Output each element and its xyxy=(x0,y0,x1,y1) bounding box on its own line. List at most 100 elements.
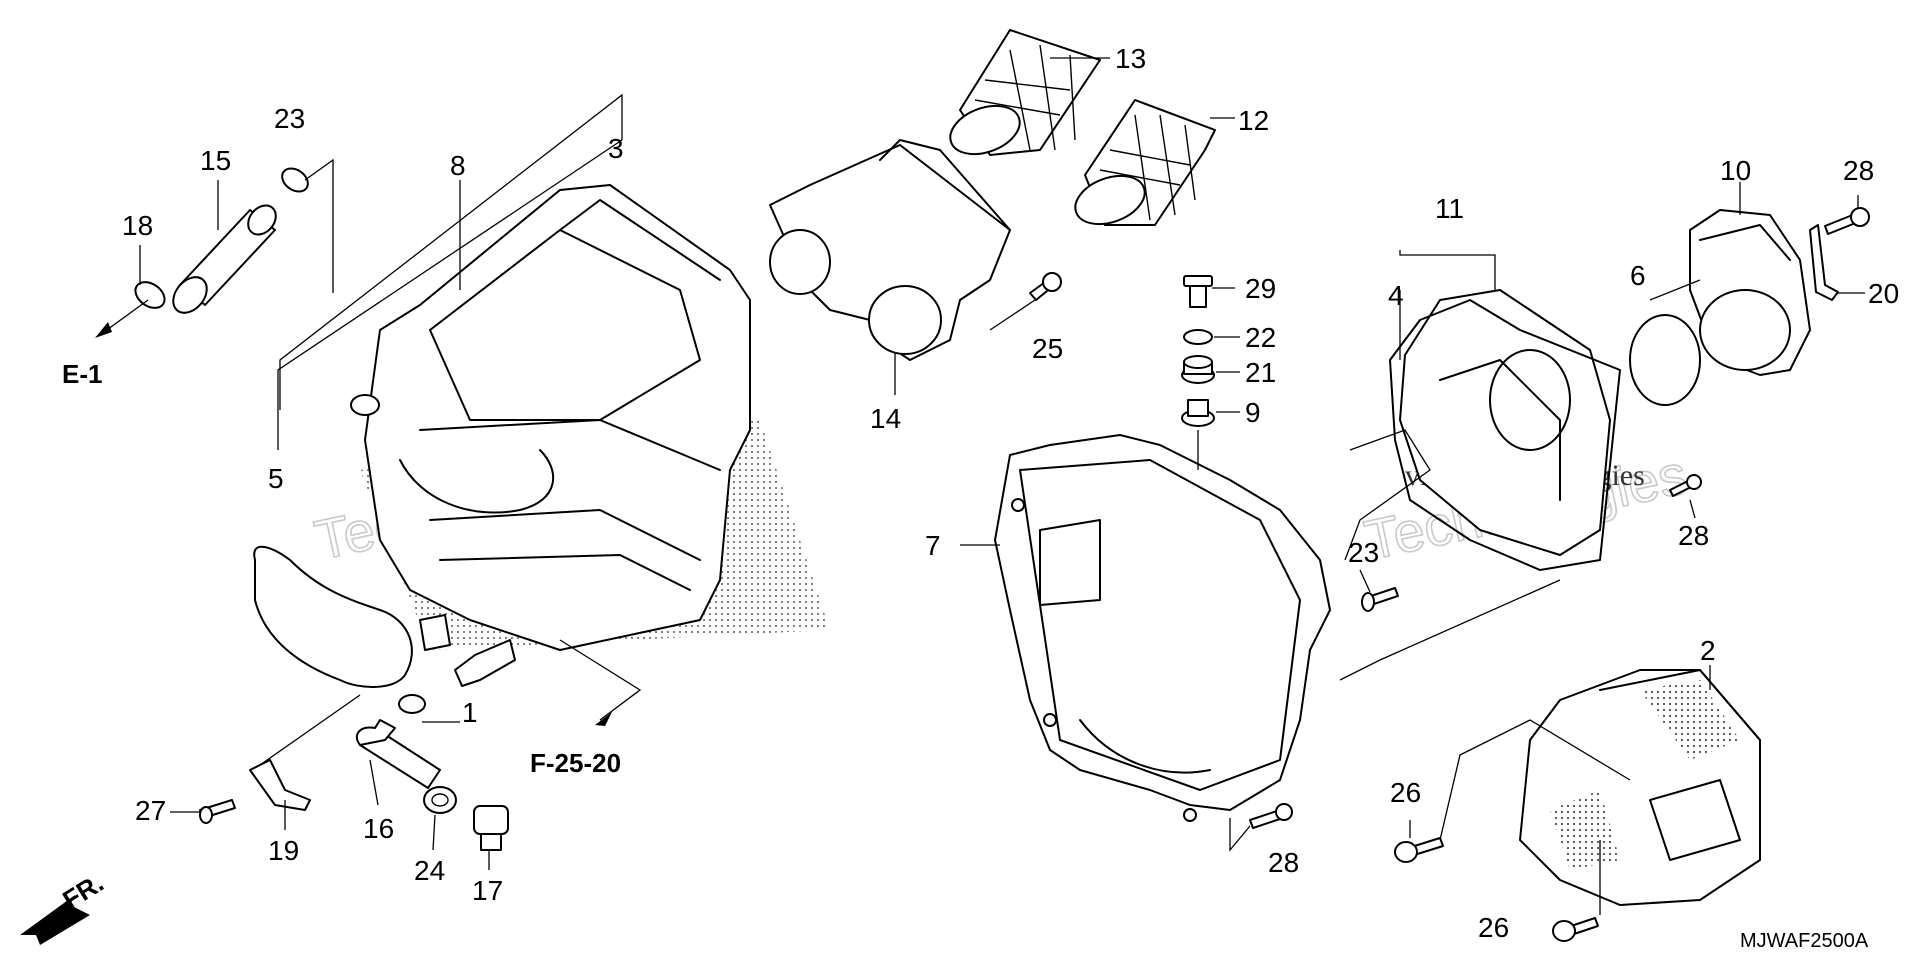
leader-16 xyxy=(369,759,379,806)
element-mesh xyxy=(1550,790,1620,870)
bolt-26-lower xyxy=(1552,917,1599,942)
drain-clip xyxy=(398,694,426,714)
housing-duct xyxy=(1039,519,1101,606)
air-cleaner-cover xyxy=(1389,289,1621,571)
leader-f2520 xyxy=(559,639,642,721)
callout-11: 11 xyxy=(1435,193,1464,224)
case-seam xyxy=(419,419,721,471)
callout-25: 25 xyxy=(1032,333,1063,364)
callout-27: 27 xyxy=(135,795,166,826)
bolt-25 xyxy=(1029,272,1062,301)
tube-clip-23 xyxy=(281,167,309,193)
leader-19-top xyxy=(259,694,361,766)
callout-10: 10 xyxy=(1720,155,1751,186)
case-nipple xyxy=(350,394,380,416)
connecting-tube-port xyxy=(868,285,942,355)
air-cleaner-case-assembly xyxy=(350,184,830,687)
collar-9 xyxy=(1181,399,1215,427)
callout-26-lower: 26 xyxy=(1478,912,1509,943)
diagram-code: MJWAF2500A xyxy=(1740,930,1869,952)
leader-23-right xyxy=(1344,429,1431,561)
callout-5: 5 xyxy=(268,463,284,494)
callout-9: 9 xyxy=(1245,397,1261,428)
air-cleaner-case xyxy=(364,184,751,651)
housing-body xyxy=(994,434,1331,811)
leader-28-right xyxy=(1689,499,1696,519)
drain-plug xyxy=(473,805,509,851)
air-cleaner-element xyxy=(1519,669,1761,906)
screw-27 xyxy=(199,799,236,824)
arrow-e1 xyxy=(95,322,112,338)
callout-26-upper: 26 xyxy=(1390,777,1421,808)
callout-23-left: 23 xyxy=(274,103,305,134)
screw-28-lower xyxy=(1249,803,1293,829)
leader-25 xyxy=(989,299,1036,331)
callout-3: 3 xyxy=(608,133,624,164)
callout-1: 1 xyxy=(462,697,478,728)
callout-4: 4 xyxy=(1388,280,1404,311)
o-ring-seal xyxy=(1629,314,1701,406)
air-funnel-13 xyxy=(949,29,1101,156)
rubber-grommet-21 xyxy=(1181,355,1215,384)
element-frame xyxy=(1649,779,1741,861)
case-tab xyxy=(419,614,451,651)
leader-28-lower xyxy=(1229,818,1251,852)
callout-28-right: 28 xyxy=(1678,520,1709,551)
connecting-tube-port xyxy=(769,229,831,295)
leader-lines xyxy=(99,57,1865,915)
element-top xyxy=(1599,669,1761,741)
callout-19: 19 xyxy=(268,835,299,866)
stay-20 xyxy=(1809,224,1839,301)
callout-14: 14 xyxy=(870,403,901,434)
leader-11 xyxy=(1399,250,1496,290)
callout-24: 24 xyxy=(414,855,445,886)
housing-mount xyxy=(1183,808,1197,822)
screw-28-right xyxy=(1669,474,1702,497)
leader-2-a xyxy=(1439,719,1631,841)
housing-contour xyxy=(1079,719,1211,774)
breather-tube xyxy=(172,204,277,314)
tube-clip-18 xyxy=(134,281,166,309)
element-body xyxy=(1519,669,1761,906)
bolt-26-upper xyxy=(1394,837,1444,863)
drain-tube xyxy=(355,719,441,789)
cover-rib xyxy=(1439,359,1561,501)
cover-gasket xyxy=(1389,299,1621,571)
leader-6 xyxy=(1649,279,1701,301)
callout-12: 12 xyxy=(1238,105,1269,136)
callout-15: 15 xyxy=(200,145,231,176)
leader-3 xyxy=(279,93,623,410)
case-gasket xyxy=(253,545,413,688)
callout-23-right: 23 xyxy=(1348,537,1379,568)
washer-22 xyxy=(1183,329,1213,345)
callout-8: 8 xyxy=(450,150,466,181)
case-port xyxy=(399,449,555,514)
tube-fin xyxy=(879,139,1011,231)
callout-17: 17 xyxy=(472,875,503,906)
air-cleaner-housing xyxy=(994,434,1331,822)
callout-2: 2 xyxy=(1700,635,1716,666)
callouts: 1 2 3 4 5 6 7 8 9 10 11 12 13 14 15 16 1… xyxy=(122,43,1899,943)
reference-f-25-20: F-25-20 xyxy=(530,748,621,778)
callout-6: 6 xyxy=(1630,260,1646,291)
arrow-f2520 xyxy=(595,712,612,726)
callout-28-lower: 28 xyxy=(1268,847,1299,878)
case-rim-line xyxy=(559,199,721,281)
reference-e1: E-1 xyxy=(62,359,102,389)
screw-28-upper xyxy=(1824,207,1870,235)
bolt-29 xyxy=(1183,275,1213,308)
housing-mount xyxy=(1043,713,1057,727)
leader-housing-cover xyxy=(1339,579,1561,681)
callout-16: 16 xyxy=(363,813,394,844)
connecting-tube-assembly xyxy=(769,139,1011,361)
element-mesh xyxy=(1640,680,1740,760)
case-drain-tube xyxy=(454,639,516,687)
callout-21: 21 xyxy=(1245,357,1276,388)
stay-19 xyxy=(249,759,311,811)
case-rib xyxy=(439,554,691,591)
callout-18: 18 xyxy=(122,210,153,241)
cover-port xyxy=(1489,349,1571,451)
callout-28-upper: 28 xyxy=(1843,155,1874,186)
callout-22: 22 xyxy=(1245,322,1276,353)
case-rib xyxy=(429,509,701,561)
